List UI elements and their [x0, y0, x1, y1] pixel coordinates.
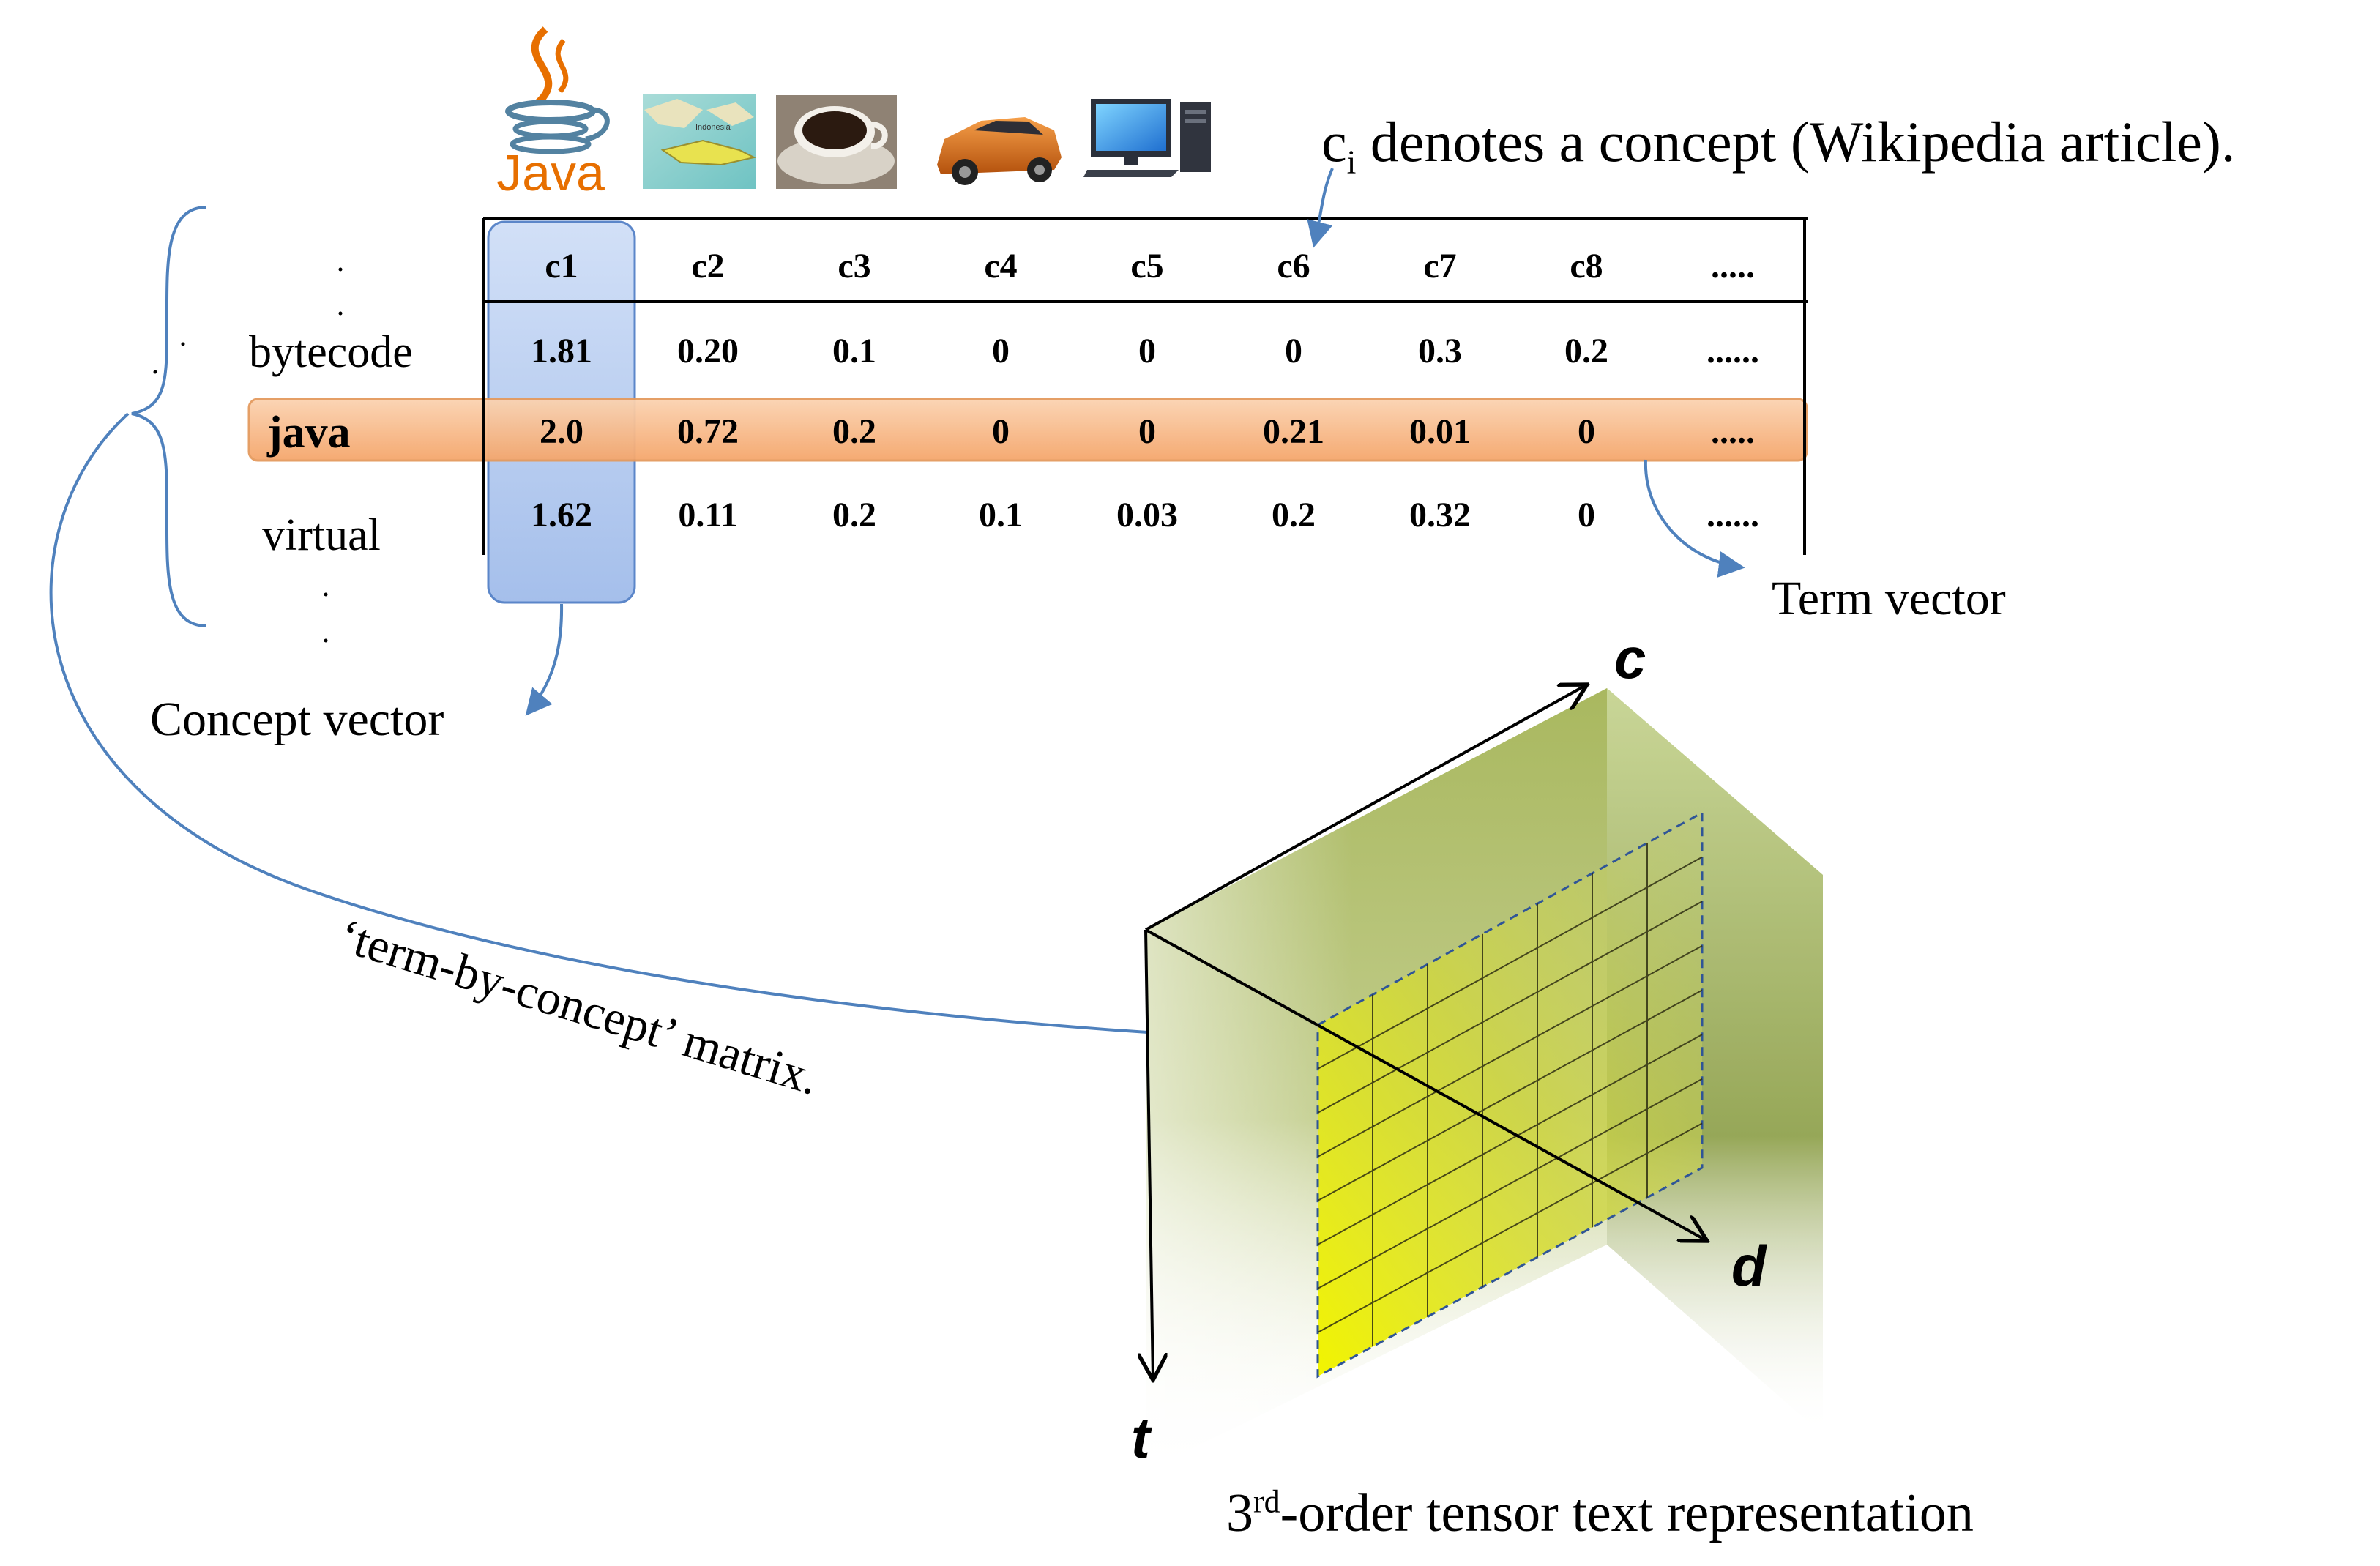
- matrix-cell: 0.1: [832, 332, 876, 370]
- matrix-cell: 0: [1138, 332, 1156, 370]
- matrix-cell: 0.2: [1564, 332, 1608, 370]
- matrix-cell: 0.2: [832, 412, 876, 451]
- column-header: c6: [1277, 247, 1310, 286]
- tensor-caption-sup: rd: [1253, 1483, 1280, 1520]
- matrix-to-slice-arrow: [49, 412, 1313, 1054]
- matrix-cell: 1.81: [531, 332, 592, 370]
- matrix-cell: 0: [1285, 332, 1302, 370]
- matrix-cell: 0.3: [1418, 332, 1462, 370]
- column-header: c5: [1130, 247, 1164, 286]
- column-header: .....: [1711, 247, 1755, 286]
- matrix-cell: 0.03: [1116, 496, 1178, 534]
- row-label-virtual: virtual: [262, 510, 381, 560]
- matrix-cell: 0: [1138, 412, 1156, 451]
- slice-grid: [1317, 843, 1703, 1347]
- tensor-cube: [1146, 685, 1823, 1472]
- matrix-cell: ......: [1706, 332, 1759, 370]
- slice-grid-line: [1317, 1122, 1703, 1333]
- tensor-caption-text: -order tensor text representation: [1280, 1483, 1974, 1543]
- column-header: c3: [838, 247, 871, 286]
- column-header: c4: [984, 247, 1018, 286]
- matrix-cell: ......: [1706, 496, 1759, 534]
- concept-pointer-arrow: [1307, 168, 1334, 248]
- matrix-cell: 0.32: [1409, 496, 1471, 534]
- column-header: c2: [691, 247, 725, 286]
- concept-vector-arrow: [525, 603, 564, 716]
- indonesia-map: Indonesia: [643, 94, 756, 189]
- concept-vector-label: Concept vector: [150, 693, 444, 746]
- matrix-cell: 0.20: [677, 332, 739, 370]
- computer: [1083, 99, 1211, 177]
- matrix-cell: 0: [992, 412, 1010, 451]
- ellipsis-dots: [153, 267, 343, 643]
- java-steam-icon: [531, 26, 553, 105]
- slice-grid-line: [1317, 1034, 1703, 1245]
- slice-grid-line: [1317, 856, 1703, 1070]
- matrix-cell: .....: [1711, 412, 1755, 451]
- java-cup-icon: [505, 100, 596, 123]
- matrix-grid: [482, 217, 1808, 555]
- tensor-caption: 3rd-order tensor text representation: [1226, 1483, 1974, 1543]
- matrix-cell: 0.11: [678, 496, 738, 534]
- row-label-bytecode: bytecode: [249, 327, 413, 377]
- left-brace: [131, 206, 207, 627]
- axis-t-label: t: [1131, 1406, 1150, 1470]
- matrix-cell: 0.1: [979, 496, 1023, 534]
- term-vector-label: Term vector: [1772, 572, 2006, 625]
- row-label-java: java: [267, 408, 351, 458]
- axis-c: [1145, 685, 1587, 931]
- column-header: c7: [1423, 247, 1457, 286]
- matrix-cell: 0.01: [1409, 412, 1471, 451]
- slice-grid-line: [1317, 901, 1703, 1114]
- slice-grid-line: [1317, 1078, 1703, 1289]
- tensor-caption-num: 3: [1226, 1483, 1253, 1543]
- column-header: c1: [545, 247, 578, 286]
- matrix-cell: 0: [1578, 412, 1595, 451]
- matrix-cell: 1.62: [531, 496, 592, 534]
- matrix-cell: 0.2: [832, 496, 876, 534]
- matrix-cell: 0: [992, 332, 1010, 370]
- matrix-cell: 2.0: [540, 412, 583, 451]
- slice-grid-line: [1317, 989, 1703, 1201]
- caption-text: denotes a concept (Wikipedia article).: [1356, 110, 2236, 174]
- column-header: c8: [1570, 247, 1603, 286]
- concept-caption: ci denotes a concept (Wikipedia article)…: [1321, 110, 2236, 179]
- axis-d-label: d: [1731, 1234, 1767, 1298]
- caption-subscript: i: [1346, 143, 1357, 181]
- axis-c-label: c: [1614, 626, 1646, 690]
- matrix-cell: 0.2: [1272, 496, 1316, 534]
- slice-grid-line: [1317, 944, 1703, 1157]
- matrix-cell: 0: [1578, 496, 1595, 534]
- term-row-highlight: [247, 398, 1808, 462]
- car: [937, 117, 1062, 185]
- caption-c: c: [1321, 110, 1347, 174]
- indonesia-map-label: Indonesia: [695, 123, 731, 132]
- matrix-cell: 0.21: [1263, 412, 1324, 451]
- axis-t: [1146, 929, 1153, 1380]
- axis-d: [1145, 928, 1707, 1241]
- matrix-cell: 0.72: [677, 412, 739, 451]
- coffee-cup: [776, 95, 897, 189]
- java-logo-text: Java: [496, 144, 605, 201]
- term-vector-arrow: [1644, 459, 1745, 578]
- java-logo: Java: [496, 26, 610, 201]
